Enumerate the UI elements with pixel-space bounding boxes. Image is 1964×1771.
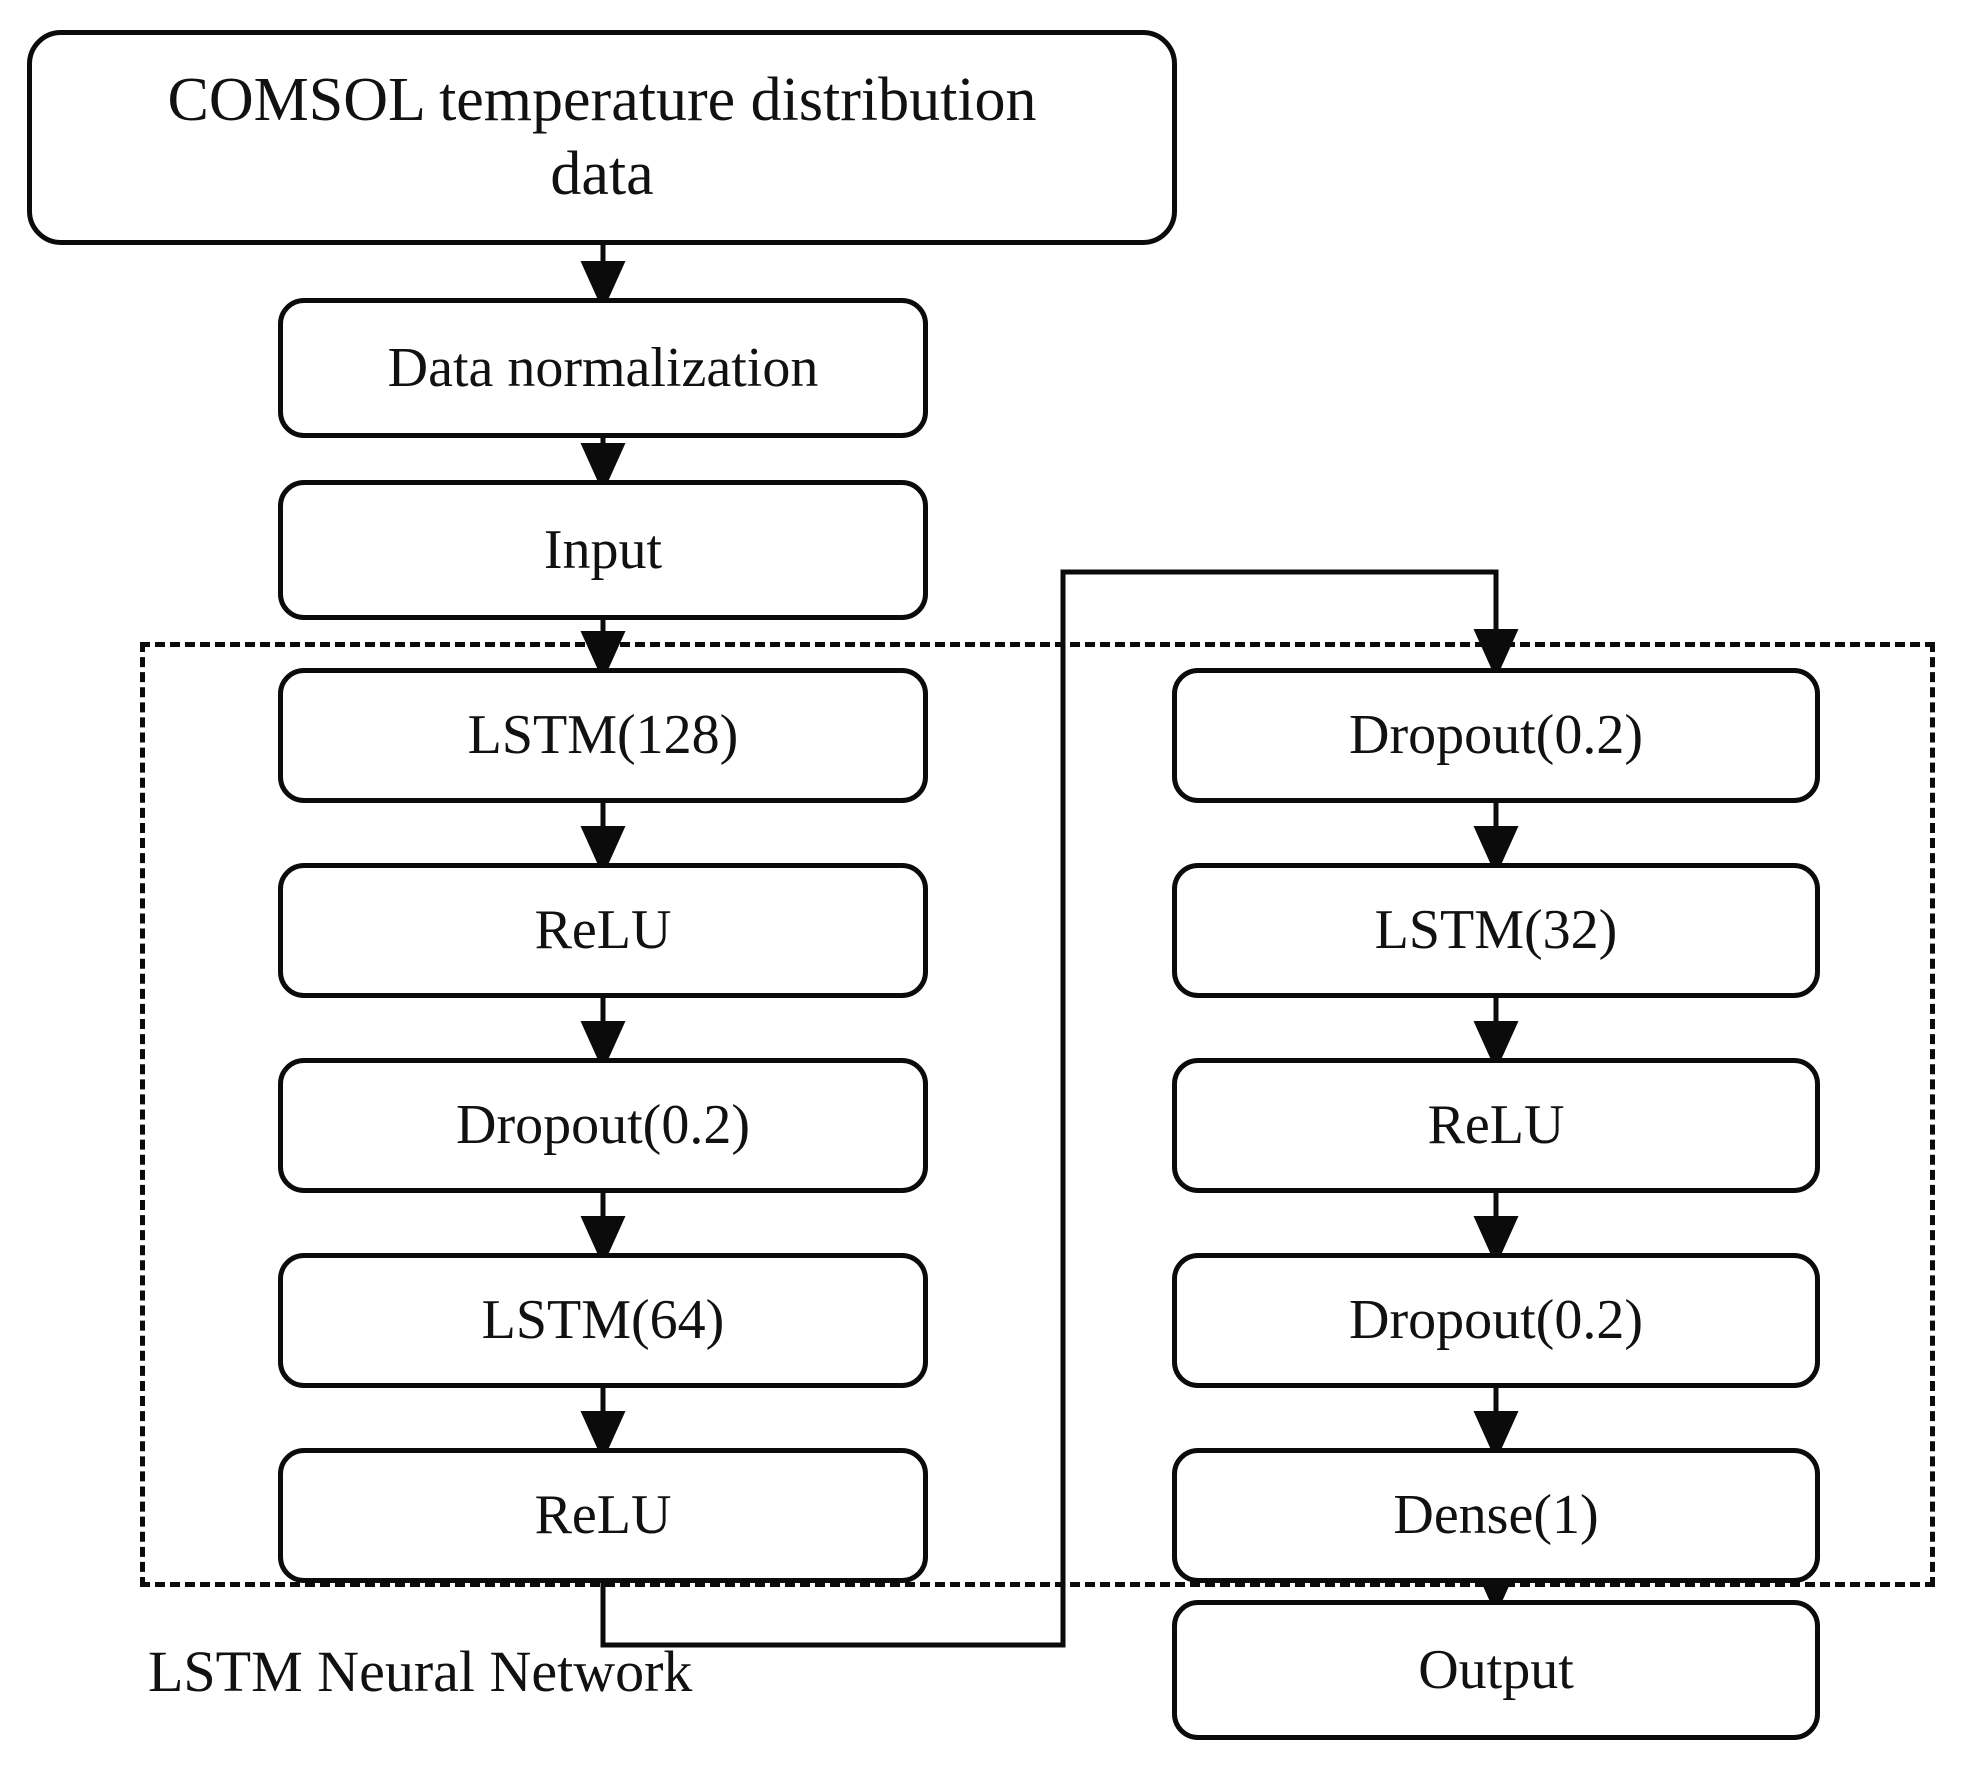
node-relu-3[interactable]: ReLU bbox=[1172, 1058, 1820, 1193]
lstm-network-group-label: LSTM Neural Network bbox=[148, 1639, 693, 1704]
node-label: ReLU bbox=[534, 1484, 672, 1547]
node-label: ReLU bbox=[534, 899, 672, 962]
node-label: Dense(1) bbox=[1393, 1484, 1599, 1547]
node-relu-1[interactable]: ReLU bbox=[278, 863, 928, 998]
node-label: LSTM(128) bbox=[467, 704, 739, 767]
node-label: LSTM(64) bbox=[481, 1289, 725, 1352]
node-label: Input bbox=[543, 518, 663, 581]
node-output[interactable]: Output bbox=[1172, 1600, 1820, 1740]
node-dropout-3[interactable]: Dropout(0.2) bbox=[1172, 1253, 1820, 1388]
node-relu-2[interactable]: ReLU bbox=[278, 1448, 928, 1583]
node-label: ReLU bbox=[1427, 1094, 1565, 1157]
node-label: COMSOL temperature distribution data bbox=[167, 66, 1037, 208]
node-label: LSTM(32) bbox=[1374, 899, 1618, 962]
node-label: Dropout(0.2) bbox=[456, 1094, 750, 1157]
node-data-normalization[interactable]: Data normalization bbox=[278, 298, 928, 438]
node-dense-1[interactable]: Dense(1) bbox=[1172, 1448, 1820, 1583]
node-dropout-2[interactable]: Dropout(0.2) bbox=[1172, 668, 1820, 803]
node-label: Dropout(0.2) bbox=[1349, 704, 1643, 767]
node-label: Output bbox=[1418, 1638, 1574, 1701]
node-label: Dropout(0.2) bbox=[1349, 1289, 1643, 1352]
node-lstm-32[interactable]: LSTM(32) bbox=[1172, 863, 1820, 998]
node-input[interactable]: Input bbox=[278, 480, 928, 620]
node-lstm-128[interactable]: LSTM(128) bbox=[278, 668, 928, 803]
node-dropout-1[interactable]: Dropout(0.2) bbox=[278, 1058, 928, 1193]
node-label: Data normalization bbox=[387, 336, 819, 399]
node-comsol-temperature-data[interactable]: COMSOL temperature distribution data bbox=[27, 30, 1177, 245]
node-lstm-64[interactable]: LSTM(64) bbox=[278, 1253, 928, 1388]
